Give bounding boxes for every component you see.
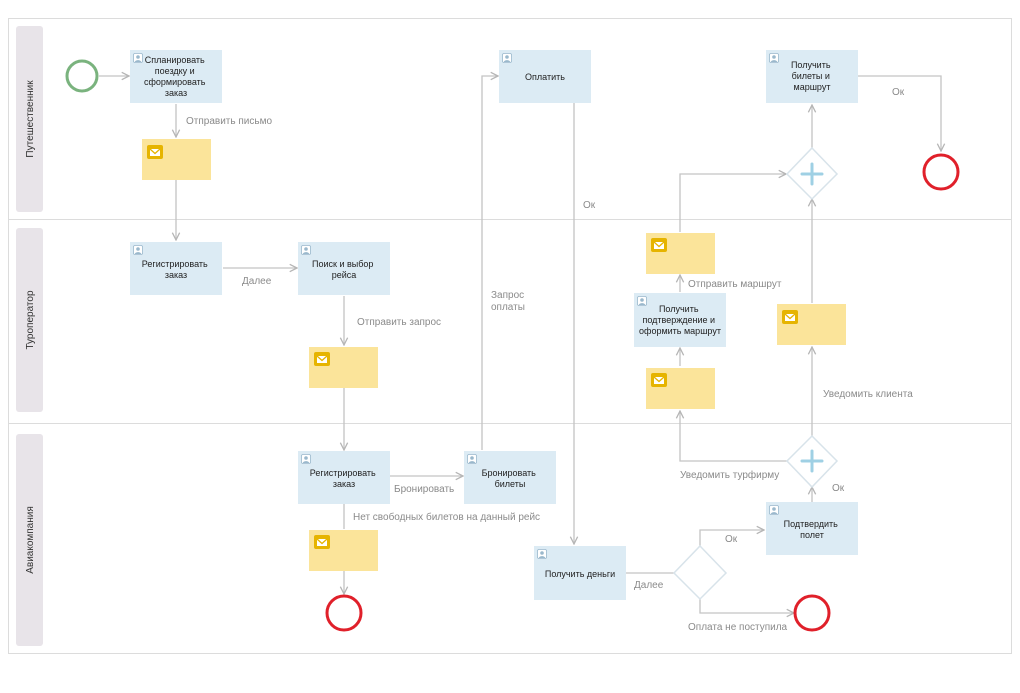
lane-title-airline: Авиакомпания [25,506,36,574]
message-event-agency-notice[interactable] [646,368,715,409]
task-plan-trip[interactable]: Спланировать поездку и сформировать зака… [130,50,222,103]
flow-label-ok-tickets: Ок [892,87,905,98]
lane-title-touroperator: Туроператор [25,290,36,349]
envelope-icon [651,238,667,252]
flow-not-paid [699,599,794,613]
user-task-icon [301,454,311,464]
flow-label-send-letter: Отправить письмо [186,116,272,127]
message-event-letter[interactable] [142,139,211,180]
envelope-icon [147,145,163,159]
sequence-flows [99,76,941,613]
svg-text:Оплатить: Оплатить [525,72,565,82]
flow-label-ok-pay: Ок [583,200,596,211]
task-get-tickets[interactable]: Получить билеты и маршрут [766,50,858,103]
user-task-icon [769,505,779,515]
user-task-icon [467,454,477,464]
flow-notify-agency [680,411,788,462]
lane-title-traveler: Путешественник [25,80,36,158]
flow-label-payment-request: Запрос оплаты [491,290,527,313]
flow-label-send-route: Отправить маршрут [688,279,782,290]
user-task-icon [301,245,311,255]
envelope-icon [314,352,330,366]
task-search-flight[interactable]: Поиск и выбор рейса [298,242,390,295]
task-confirm-flight[interactable]: Подтвердить полет [766,502,858,555]
svg-text:Получить деньги: Получить деньги [545,569,615,579]
lane-header-traveler[interactable] [16,26,43,212]
pool-frame [8,18,1012,654]
task-register-order-air[interactable]: Регистрировать заказ [298,451,390,504]
envelope-icon [314,535,330,549]
svg-text:Получить подтверждение и: Получить подтверждение и оформить маршру… [639,304,721,336]
user-task-icon [637,296,647,306]
flow-label-next2: Далее [634,580,664,591]
svg-text:Подтвердить полет: Подтвердить полет [784,519,841,540]
parallel-gateway-join[interactable] [785,146,839,201]
envelope-icon [651,373,667,387]
svg-text:Регистрировать заказ: Регистрировать заказ [142,259,210,280]
flow-label-notify-agency: Уведомить турфирму [680,469,779,481]
message-event-no-tickets[interactable] [309,530,378,571]
parallel-gateway-plus-icon [800,162,824,186]
svg-text:Получить билеты и: Получить билеты и маршрут [791,60,833,92]
flow-label-notify-client: Уведомить клиента [823,389,913,400]
parallel-gateway-split[interactable] [785,434,839,489]
flow-label-ok-gateway: Ок [832,483,845,494]
svg-text:Регистрировать заказ: Регистрировать заказ [310,468,378,489]
task-book-tickets[interactable]: Бронировать билеты [464,451,556,504]
end-event-not-paid[interactable] [793,594,831,632]
flow-ok-tickets [858,75,941,151]
end-event-traveler[interactable] [922,153,960,191]
user-task-icon [133,53,143,63]
svg-text:Спланировать поездку и: Спланировать поездку и сформировать зака… [144,55,208,98]
task-pay[interactable]: Оплатить [499,50,591,103]
exclusive-gateway-payment[interactable] [672,544,728,601]
lane-header-airline[interactable] [16,434,43,646]
user-task-icon [502,53,512,63]
svg-text:Бронировать билеты: Бронировать билеты [482,468,539,489]
flow-label-book: Бронировать [394,484,454,495]
flow-to-join-gateway [679,174,786,232]
parallel-gateway-plus-icon [800,449,824,473]
user-task-icon [769,53,779,63]
message-event-client-notice[interactable] [777,304,846,345]
message-event-request[interactable] [309,347,378,388]
start-event[interactable] [65,59,99,93]
flow-label-no-tickets: Нет свободных билетов на данный рейс [353,511,540,523]
lane-header-touroperator[interactable] [16,228,43,412]
flow-payment-request [481,76,498,450]
message-event-route[interactable] [646,233,715,274]
task-get-confirmation[interactable]: Получить подтверждение и оформить маршру… [634,293,726,347]
flow-label-send-request: Отправить запрос [357,317,441,328]
flow-label-ok-confirm: Ок [725,534,738,545]
svg-text:Поиск и выбор рейса: Поиск и выбор рейса [312,259,376,280]
task-register-order-tour[interactable]: Регистрировать заказ [130,242,222,295]
flow-label-not-paid: Оплата не поступила [688,622,788,633]
task-get-money[interactable]: Получить деньги [534,546,626,600]
flow-label-next1: Далее [242,276,272,287]
user-task-icon [133,245,143,255]
flow-ok-confirm [699,530,764,546]
user-task-icon [537,549,547,559]
end-event-no-tickets[interactable] [325,594,363,632]
envelope-icon [782,310,798,324]
